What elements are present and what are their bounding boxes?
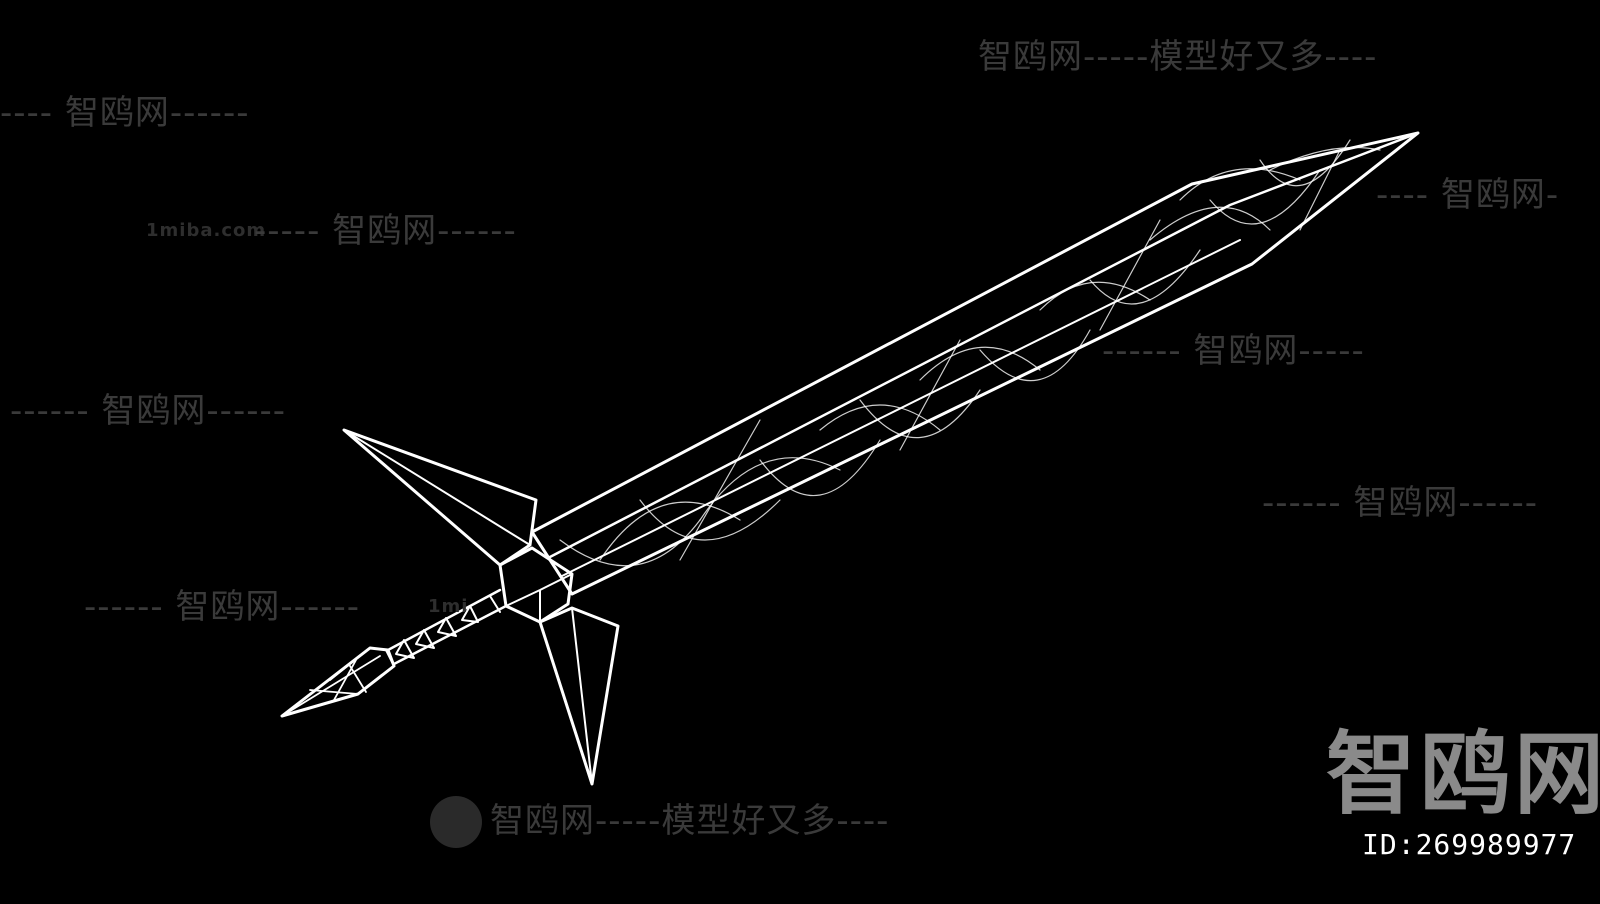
guard-lower-wing-inner [571,607,593,785]
watermark-center-right: ------ 智鸥网----- [1102,331,1365,371]
guard-lower-wing [538,606,620,786]
guard-block-edge [505,573,573,623]
guard-upper-wing-inner [343,429,531,546]
watermark-right-upper: ---- 智鸥网- [1376,175,1560,215]
watermark-left-upper: ----- 智鸥网------ [254,211,517,251]
watermark-top-left: ---- 智鸥网------ [0,93,250,133]
watermark-left-upper-site: 1miba.com [146,220,267,241]
blade-outline [530,131,1420,596]
pommel [280,646,396,718]
watermark-bottom-center: 智鸥网-----模型好又多---- [490,801,890,841]
watermark-bottom-right-id: ID:269989977 [1362,828,1577,861]
blade-ridge [546,131,1420,560]
blade-scratches [559,139,1381,567]
watermark-right-middle: ------ 智鸥网------ [1262,483,1539,523]
watermark-left-lower-site: 1mi [428,596,469,617]
pommel-facets [281,647,381,717]
watermark-top-center: 智鸥网-----模型好又多---- [978,37,1378,77]
watermark-left-middle: ------ 智鸥网------ [10,391,287,431]
guard-upper-wing [342,428,538,567]
guard-block [498,546,574,624]
bird-logo-icon [430,796,482,848]
watermark-bottom-right-logo: 智鸥网 [1326,722,1600,827]
watermark-left-lower: ------ 智鸥网------ [84,587,361,627]
